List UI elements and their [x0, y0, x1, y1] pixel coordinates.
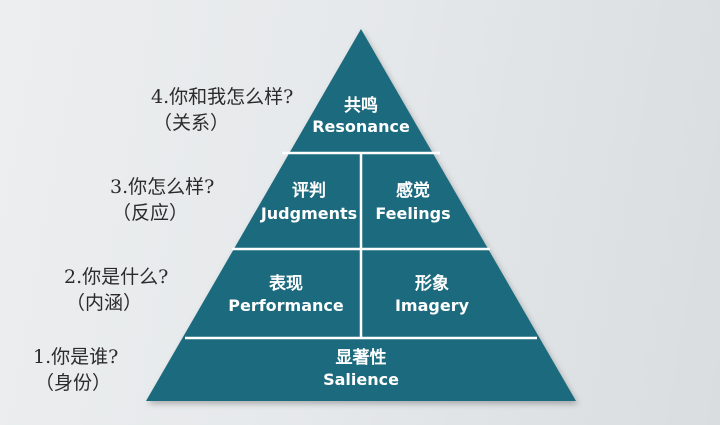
question-label-2: 2.你是什么? （内涵） [64, 264, 168, 316]
question-label-4: 4.你和我怎么样? （关系） [151, 84, 293, 136]
level-row3-left-cn: 表现 [269, 273, 303, 294]
question-label-3: 3.你怎么样? （反应） [110, 174, 214, 226]
level-top-en: Resonance [312, 117, 410, 136]
level-row3-right-en: Imagery [395, 296, 470, 315]
question-text-2: 2.你是什么? [64, 266, 169, 288]
question-note-1: （身份） [35, 372, 112, 394]
question-note-2: （内涵） [66, 292, 143, 314]
level-top-cn: 共鸣 [344, 95, 378, 116]
question-text-1: 1.你是谁? [33, 346, 119, 368]
level-base-en: Salience [323, 370, 399, 389]
level-row2-left-cn: 评判 [292, 181, 326, 201]
level-row2-right-en: Feelings [375, 204, 450, 223]
level-base-cn: 显著性 [336, 347, 387, 368]
level-row2-right-cn: 感觉 [396, 180, 430, 201]
pyramid-dividers [185, 151, 537, 340]
question-text-3: 3.你怎么样? [110, 176, 215, 198]
question-label-1: 1.你是谁? （身份） [33, 344, 118, 396]
level-row3-right-cn: 形象 [415, 273, 449, 294]
question-text-4: 4.你和我怎么样? [151, 86, 294, 108]
question-note-4: （关系） [153, 112, 230, 134]
question-note-3: （反应） [112, 202, 189, 224]
level-row3-left-en: Performance [228, 296, 344, 315]
level-row2-left-en: Judgments [260, 204, 357, 223]
